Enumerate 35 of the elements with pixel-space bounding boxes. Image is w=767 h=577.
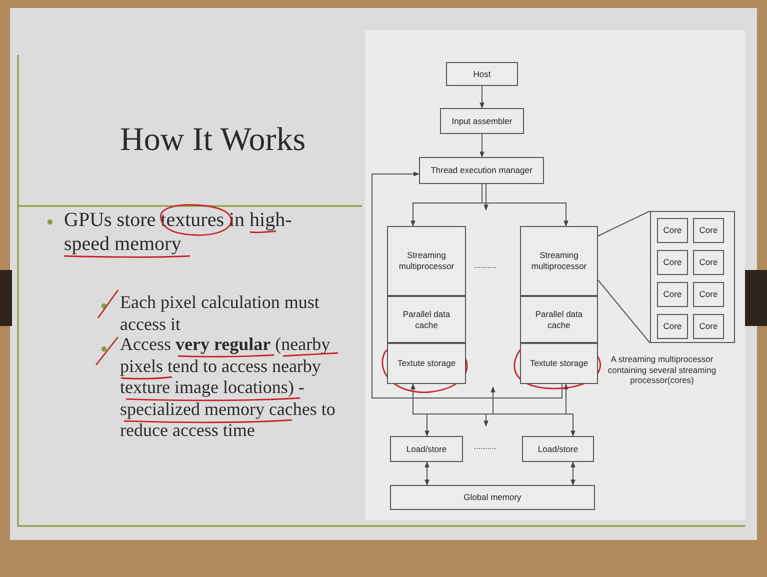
arrow bbox=[570, 461, 576, 486]
process-box: Streaming multiprocessor bbox=[520, 226, 598, 296]
process-box: Load/store bbox=[522, 436, 594, 462]
process-box: Core bbox=[693, 218, 724, 243]
process-box: Core bbox=[693, 282, 724, 307]
process-box: Host bbox=[446, 62, 518, 86]
arrow bbox=[372, 172, 562, 398]
process-box: Thread execution manager bbox=[419, 157, 544, 184]
arrow bbox=[410, 383, 430, 437]
arrow bbox=[480, 134, 484, 158]
arrow bbox=[424, 461, 430, 486]
process-box: Textute storage bbox=[520, 343, 598, 384]
arrow bbox=[482, 184, 568, 227]
process-box: Input assembler bbox=[440, 108, 524, 134]
container-box bbox=[650, 211, 735, 343]
process-box: Core bbox=[693, 250, 724, 275]
process-box: Core bbox=[693, 314, 724, 339]
process-box: Parallel data cache bbox=[520, 296, 598, 343]
process-box: Streaming multiprocessor bbox=[387, 226, 466, 296]
ellipsis-text: .......... bbox=[474, 261, 496, 270]
caption-text: A streaming multiprocessor containing several streaming processor(cores) bbox=[606, 354, 718, 386]
process-box: Textute storage bbox=[387, 343, 466, 384]
arrow bbox=[484, 184, 488, 211]
process-box: Core bbox=[657, 250, 688, 275]
arrow bbox=[564, 383, 576, 437]
ellipsis-text: .......... bbox=[474, 442, 496, 451]
process-box: Load/store bbox=[390, 436, 463, 462]
arrow bbox=[480, 86, 484, 109]
process-box: Parallel data cache bbox=[387, 296, 466, 343]
bullet-text: Access very regular (nearby pixels tend to access nearby texture image locations) - specialized memory caches to reduce access time bbox=[120, 334, 336, 442]
slide-title: How It Works bbox=[120, 122, 306, 159]
process-box: Core bbox=[657, 282, 688, 307]
process-box: Global memory bbox=[390, 485, 595, 510]
process-box: Core bbox=[657, 314, 688, 339]
process-box: Core bbox=[657, 218, 688, 243]
